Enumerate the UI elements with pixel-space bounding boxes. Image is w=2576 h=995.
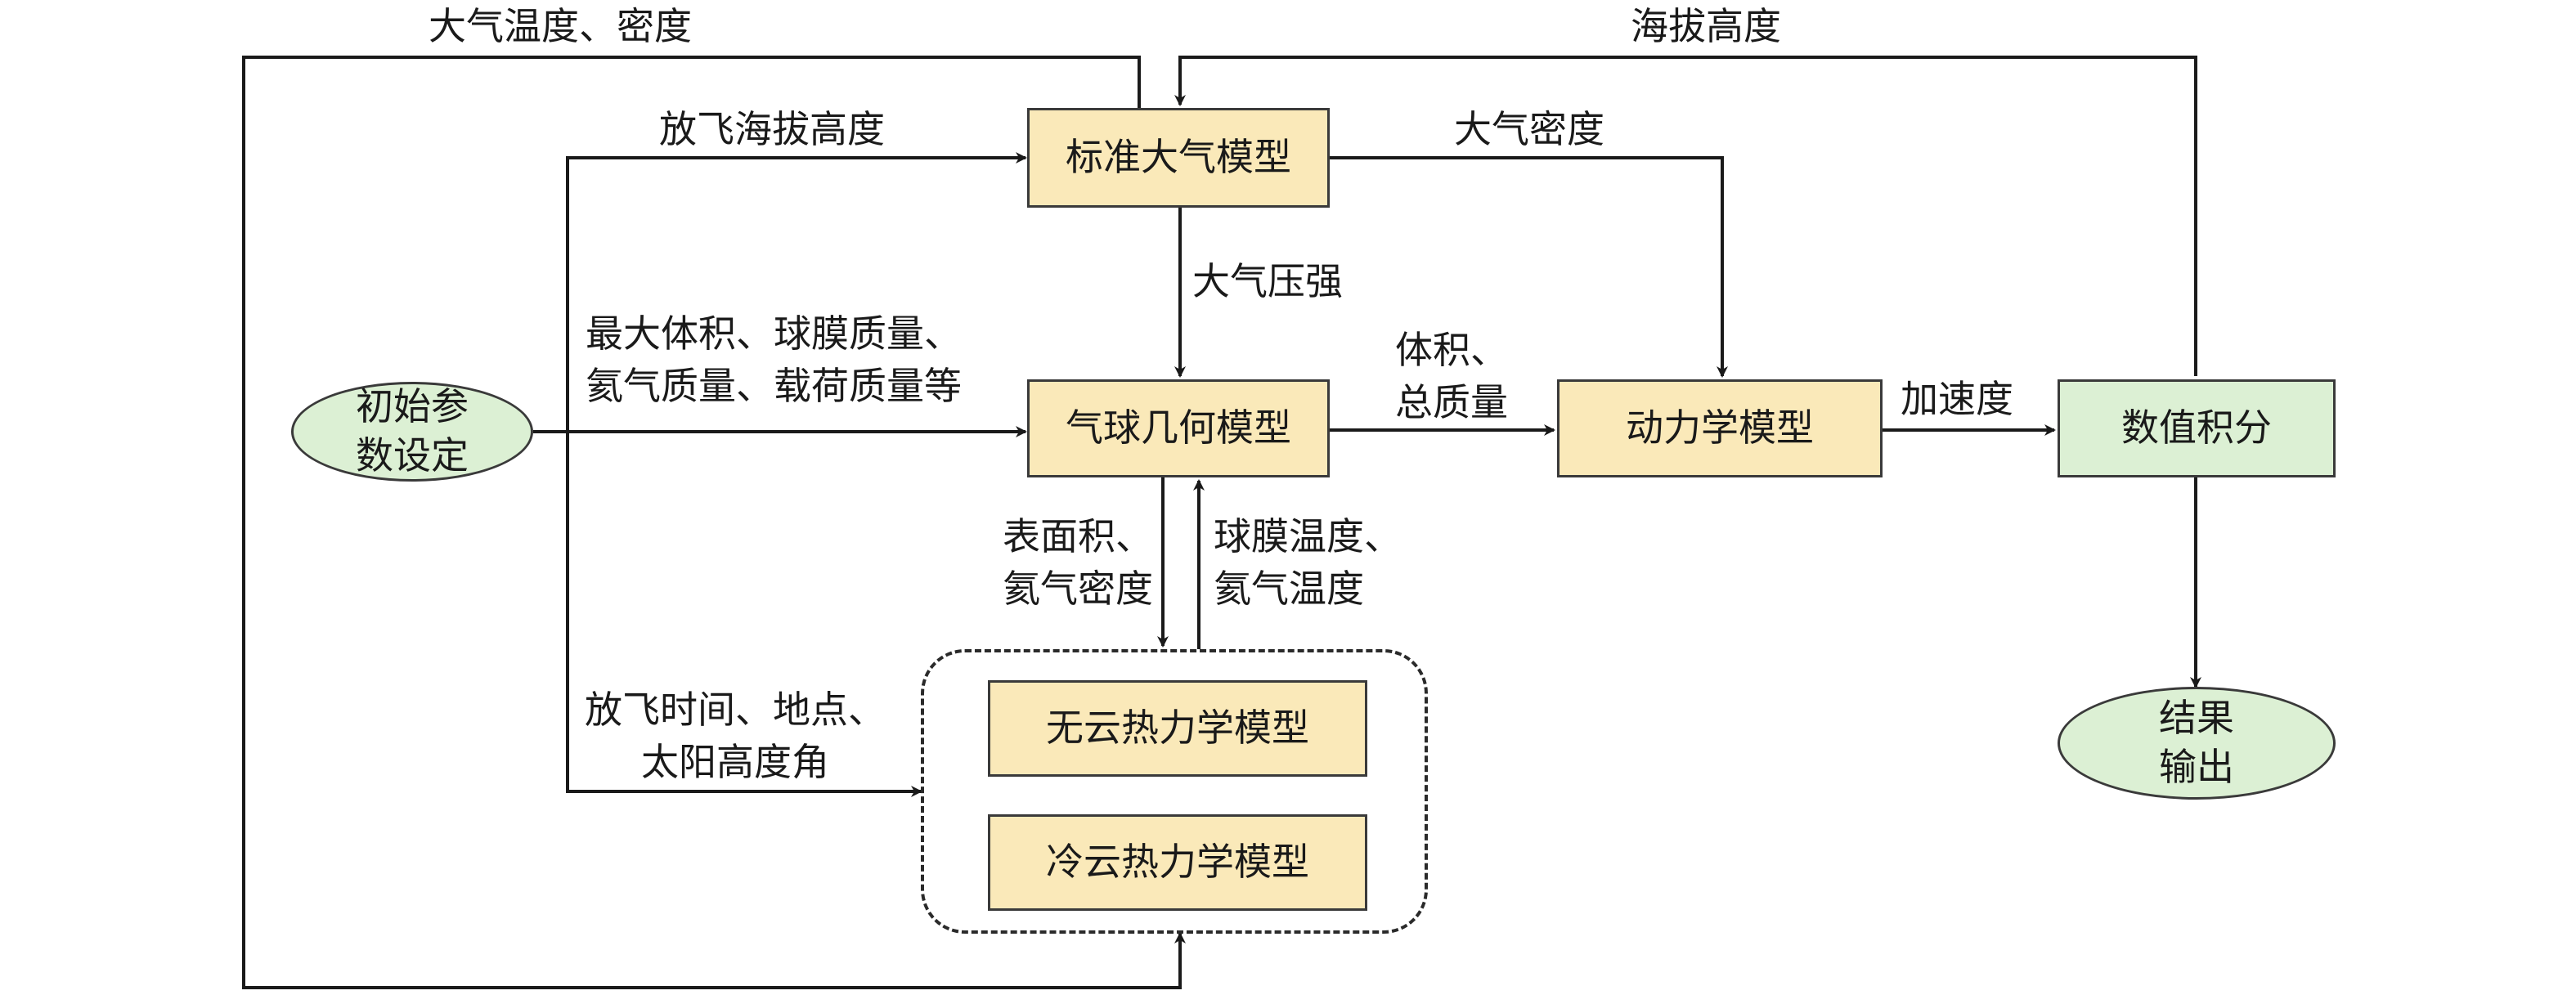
label-air-density: 大气密度: [1454, 107, 1604, 151]
dynamics-label: 动力学模型: [1626, 406, 1814, 450]
label-volume-total-mass: 体积、 总质量: [1374, 324, 1529, 428]
balloon-geometry-node: 气球几何模型: [1027, 379, 1330, 477]
label-film-line-2: 氦气温度: [1214, 567, 1364, 611]
label-air-pressure: 大气压强: [1192, 259, 1343, 303]
numerical-integration-node: 数值积分: [2058, 379, 2336, 477]
label-volume-line-2: 总质量: [1395, 380, 1508, 424]
label-surface-line-1: 表面积、: [1003, 514, 1153, 558]
connector-altitude-loop: [1174, 56, 2197, 376]
label-launch-altitude: 放飞海拔高度: [659, 107, 885, 151]
cold-cloud-thermal-label: 冷云热力学模型: [1046, 840, 1309, 885]
standard-atmosphere-label: 标准大气模型: [1066, 135, 1291, 180]
init-node: 初始参 数设定: [291, 382, 533, 482]
cloud-free-thermal-label: 无云热力学模型: [1046, 706, 1309, 751]
label-launch-time-location: 放飞时间、地点、 太阳高度角: [566, 684, 904, 788]
label-film-line-1: 球膜温度、: [1214, 514, 1402, 558]
label-balloon-parameters: 最大体积、球膜质量、 氦气质量、载荷质量等: [586, 307, 1027, 412]
standard-atmosphere-node: 标准大气模型: [1027, 108, 1330, 208]
label-surface-helium-density: 表面积、 氦气密度: [970, 510, 1153, 615]
thermal-model-group: [921, 649, 1428, 934]
result-output-node: 结果 输出: [2058, 687, 2336, 800]
label-surface-line-2: 氦气密度: [1003, 567, 1153, 611]
label-balloon-parameters-line-2: 氦气质量、载荷质量等: [586, 364, 962, 408]
numerical-integration-label: 数值积分: [2121, 406, 2272, 450]
cloud-free-thermal-node: 无云热力学模型: [988, 680, 1367, 777]
label-acceleration: 加速度: [1901, 377, 2013, 421]
output-line-2: 输出: [2159, 745, 2234, 789]
init-line-1: 初始参: [356, 384, 469, 429]
init-line-2: 数设定: [356, 433, 469, 477]
label-temperature-density: 大气温度、密度: [429, 4, 692, 48]
label-film-helium-temperature: 球膜温度、 氦气温度: [1214, 510, 1426, 615]
connector-atmosphere-to-dynamics: [1329, 156, 1728, 378]
balloon-geometry-label: 气球几何模型: [1066, 406, 1291, 450]
dynamics-node: 动力学模型: [1557, 379, 1883, 477]
label-altitude: 海拔高度: [1631, 4, 1781, 48]
connector-temperature-density-loop: [242, 56, 1186, 989]
cold-cloud-thermal-node: 冷云热力学模型: [988, 814, 1367, 911]
label-launch-line-2: 太阳高度角: [641, 740, 829, 784]
output-line-1: 结果: [2159, 696, 2234, 741]
label-volume-line-1: 体积、: [1395, 328, 1508, 372]
label-launch-line-1: 放飞时间、地点、: [585, 688, 886, 732]
connector-init-to-thermal: [566, 432, 922, 797]
label-balloon-parameters-line-1: 最大体积、球膜质量、: [586, 311, 962, 356]
